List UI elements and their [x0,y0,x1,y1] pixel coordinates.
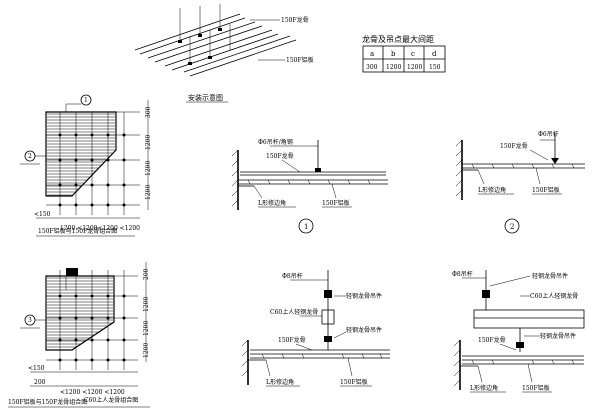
d2-marker [504,218,520,234]
detail-2: Φ6吊杆 150F龙骨 L形修边角 150F铝板 2 [455,130,585,234]
d2-marker-label: 2 [510,223,514,231]
d1-panel-label: 150F铝板 [322,199,350,207]
spacing-table-title: 龙骨及吊点最大间距 [362,34,434,44]
d1-keel-label: 150F龙骨 [266,152,294,160]
d2-keel-label: 150F龙骨 [500,142,528,150]
d3-c60-label: C60上人轻钢龙骨 [270,308,318,316]
plan-top-marker-1-label: 1 [84,97,88,104]
plan-bottom-marker-3-label: 3 [28,317,32,324]
d4-panel-label: 150F铝板 [522,384,550,392]
table-header-d: d [432,50,437,58]
table-value-b: 1200 [386,64,401,71]
detail-4: Φ8吊杆 轻钢龙骨吊件 C60上人轻钢龙骨 150F龙骨 轻钢龙骨吊件 L形修边… [452,270,585,393]
table-value-c: 1200 [407,64,422,71]
plan-bottom: 3 200 1200 1200 1200 <150 200 <1200 <120… [8,262,150,408]
plan-bottom-dim-bottom-2: <1200 <1200 <1200 [60,389,125,396]
d4-rod-label: Φ8吊杆 [452,270,473,278]
plan-bottom-dim-bottom-1: 200 [34,379,46,386]
plan-top-dim-bottom: <150 [34,211,51,218]
table-value-a: 300 [366,64,378,71]
plan-bottom-dim-bottom-0: <150 [28,365,45,372]
d1-rod-label: Φ6吊杆/角钢 [258,138,293,146]
detail-1: Φ6吊杆/角钢 150F龙骨 L形修边角 150F铝板 1 [231,138,388,234]
d4-keel-label: 150F龙骨 [478,336,506,344]
d3-panel-label: 150F铝板 [340,378,368,386]
d1-trim-label: L形修边角 [258,199,286,207]
table-header-b: b [391,50,396,58]
d3-hanger1-label: 轻钢龙骨吊件 [346,292,382,300]
plan-top-dim-1: 1200 [145,135,152,150]
plan-top-marker-1 [80,94,92,106]
d3-hanger2-label: 轻钢龙骨吊件 [346,326,382,334]
d3-rod-label: Φ8吊杆 [282,272,303,280]
d2-trim-label: L形修边角 [478,186,506,194]
table-value-d: 150 [429,64,441,71]
d4-trim-label: L形修边角 [470,384,498,392]
plan-bottom-dim-2: 1200 [143,321,150,336]
plan-bottom-dim-0: 200 [143,268,150,280]
install-keel-label: 150F龙骨 [281,16,309,24]
d4-c60-label: C60上人轻钢龙骨 [530,292,578,300]
d2-rod-label: Φ6吊杆 [538,130,559,138]
d1-marker [298,218,314,234]
plan-top-dim-0: 300 [145,106,152,118]
d3-trim-label: L形修边角 [266,378,294,386]
plan-bottom-dim-3: 1200 [143,343,150,358]
d3-keel-label: 150F龙骨 [278,336,306,344]
d4-hanger2-label: 轻钢龙骨吊件 [540,332,576,340]
plan-top-caption-overlay: 1200 <1200<1200 <1200 [60,225,140,232]
install-caption: 安装示意图 [188,93,223,102]
plan-top-marker-2-label: 2 [28,153,32,160]
d2-panel-label: 150F铝板 [532,186,560,194]
plan-bottom-caption-overlay: C60上人龙骨组合图 [84,396,138,404]
install-panel-label: 150F铝板 [286,56,314,64]
plan-top: 1 2 300 1200 1200 1200 <150 150F铝板与150F龙… [20,94,152,237]
plan-bottom-dim-1: 1200 [143,297,150,312]
plan-top-dim-2: 1200 [145,161,152,176]
plan-top-dim-3: 1200 [145,185,152,200]
detail-3: Φ8吊杆 轻钢龙骨吊件 C60上人轻钢龙骨 轻钢龙骨吊件 150F龙骨 L形修边… [241,270,390,387]
table-header-a: a [370,50,374,58]
d1-marker-label: 1 [304,223,308,231]
d4-hanger1-label: 轻钢龙骨吊件 [532,272,568,280]
spacing-table: 龙骨及吊点最大间距 a b c d 300 1200 1200 150 [362,34,446,73]
plan-top-caption: 150F铝板与150F龙骨组合图 [38,227,117,235]
table-header-c: c [411,50,415,58]
plan-bottom-caption: 150F铝板与150F龙骨组合图 [8,398,87,406]
install-view: 150F龙骨 150F铝板 安装示意图 [134,4,314,103]
